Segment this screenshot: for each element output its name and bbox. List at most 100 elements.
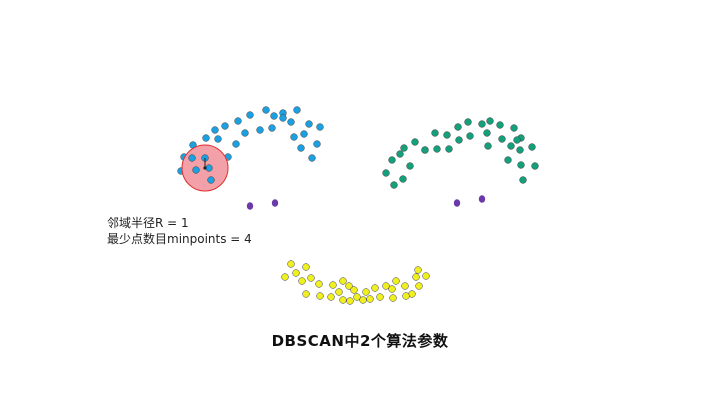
point-blue	[211, 126, 219, 134]
point-green	[510, 124, 518, 132]
point-green	[454, 123, 462, 131]
point-yellow	[346, 297, 354, 305]
neighborhood-point	[207, 176, 215, 184]
point-green	[517, 161, 525, 169]
point-green	[411, 138, 419, 146]
point-green	[443, 131, 451, 139]
point-yellow	[414, 266, 422, 274]
point-yellow	[292, 269, 300, 277]
point-blue	[221, 122, 229, 130]
point-green	[516, 146, 524, 154]
point-blue	[246, 111, 254, 119]
point-green	[445, 145, 453, 153]
point-blue	[214, 135, 222, 143]
point-yellow	[388, 285, 396, 293]
point-yellow	[353, 293, 361, 301]
caption: DBSCAN中2个算法参数	[271, 332, 449, 350]
point-green	[455, 136, 463, 144]
point-green	[484, 142, 492, 150]
point-yellow	[371, 284, 379, 292]
point-green	[483, 129, 491, 137]
point-blue	[316, 123, 324, 131]
point-green	[390, 181, 398, 189]
point-yellow	[392, 277, 400, 285]
noise-layer	[246, 195, 486, 210]
point-yellow	[402, 292, 410, 300]
point-green	[466, 132, 474, 140]
point-green	[421, 146, 429, 154]
point-yellow	[401, 282, 409, 290]
point-yellow	[389, 294, 397, 302]
point-green	[528, 143, 536, 151]
point-green	[531, 162, 539, 170]
neighborhood-center	[203, 166, 207, 170]
point-yellow	[307, 274, 315, 282]
point-green	[478, 120, 486, 128]
point-yellow	[366, 295, 374, 303]
point-green	[399, 175, 407, 183]
point-yellow	[359, 296, 367, 304]
point-yellow	[382, 282, 390, 290]
point-yellow	[316, 292, 324, 300]
neighborhood-layer	[181, 144, 229, 192]
point-green	[406, 162, 414, 170]
cluster-green	[382, 117, 539, 189]
noise-point	[246, 202, 254, 210]
radius-label: 邻域半径R = 1	[107, 216, 189, 230]
point-blue	[279, 114, 287, 122]
point-green	[400, 144, 408, 152]
cluster-yellow	[281, 260, 430, 305]
point-blue	[256, 126, 264, 134]
point-blue	[308, 154, 316, 162]
point-yellow	[298, 277, 306, 285]
point-yellow	[302, 290, 310, 298]
point-green	[498, 135, 506, 143]
point-blue	[270, 112, 278, 120]
point-yellow	[412, 273, 420, 281]
point-yellow	[327, 293, 335, 301]
point-yellow	[335, 288, 343, 296]
point-green	[519, 176, 527, 184]
point-blue	[262, 106, 270, 114]
point-green	[433, 145, 441, 153]
point-yellow	[350, 286, 358, 294]
point-yellow	[287, 260, 295, 268]
point-yellow	[415, 282, 423, 290]
neighborhood-point	[192, 166, 200, 174]
point-blue	[287, 118, 295, 126]
point-yellow	[281, 273, 289, 281]
point-yellow	[339, 277, 347, 285]
point-yellow	[315, 280, 323, 288]
point-blue	[297, 144, 305, 152]
point-green	[464, 118, 472, 126]
point-green	[382, 169, 390, 177]
point-yellow	[329, 281, 337, 289]
point-blue	[234, 117, 242, 125]
point-green	[496, 121, 504, 129]
point-green	[504, 156, 512, 164]
point-yellow	[339, 296, 347, 304]
parameter-labels: 邻域半径R = 1 最少点数目minpoints = 4	[107, 215, 252, 247]
point-yellow	[376, 293, 384, 301]
point-yellow	[362, 288, 370, 296]
point-blue	[241, 129, 249, 137]
point-yellow	[422, 272, 430, 280]
point-green	[388, 156, 396, 164]
point-yellow	[302, 263, 310, 271]
noise-point	[271, 199, 279, 207]
point-green	[513, 136, 521, 144]
neighborhood-point	[188, 154, 196, 162]
point-green	[486, 117, 494, 125]
point-green	[507, 142, 515, 150]
point-blue	[202, 134, 210, 142]
cluster-layer	[177, 106, 539, 305]
point-blue	[293, 106, 301, 114]
point-blue	[290, 133, 298, 141]
point-blue	[232, 140, 240, 148]
neighborhood-point	[205, 164, 213, 172]
point-blue	[313, 140, 321, 148]
point-green	[431, 129, 439, 137]
minpoints-label: 最少点数目minpoints = 4	[107, 232, 252, 246]
